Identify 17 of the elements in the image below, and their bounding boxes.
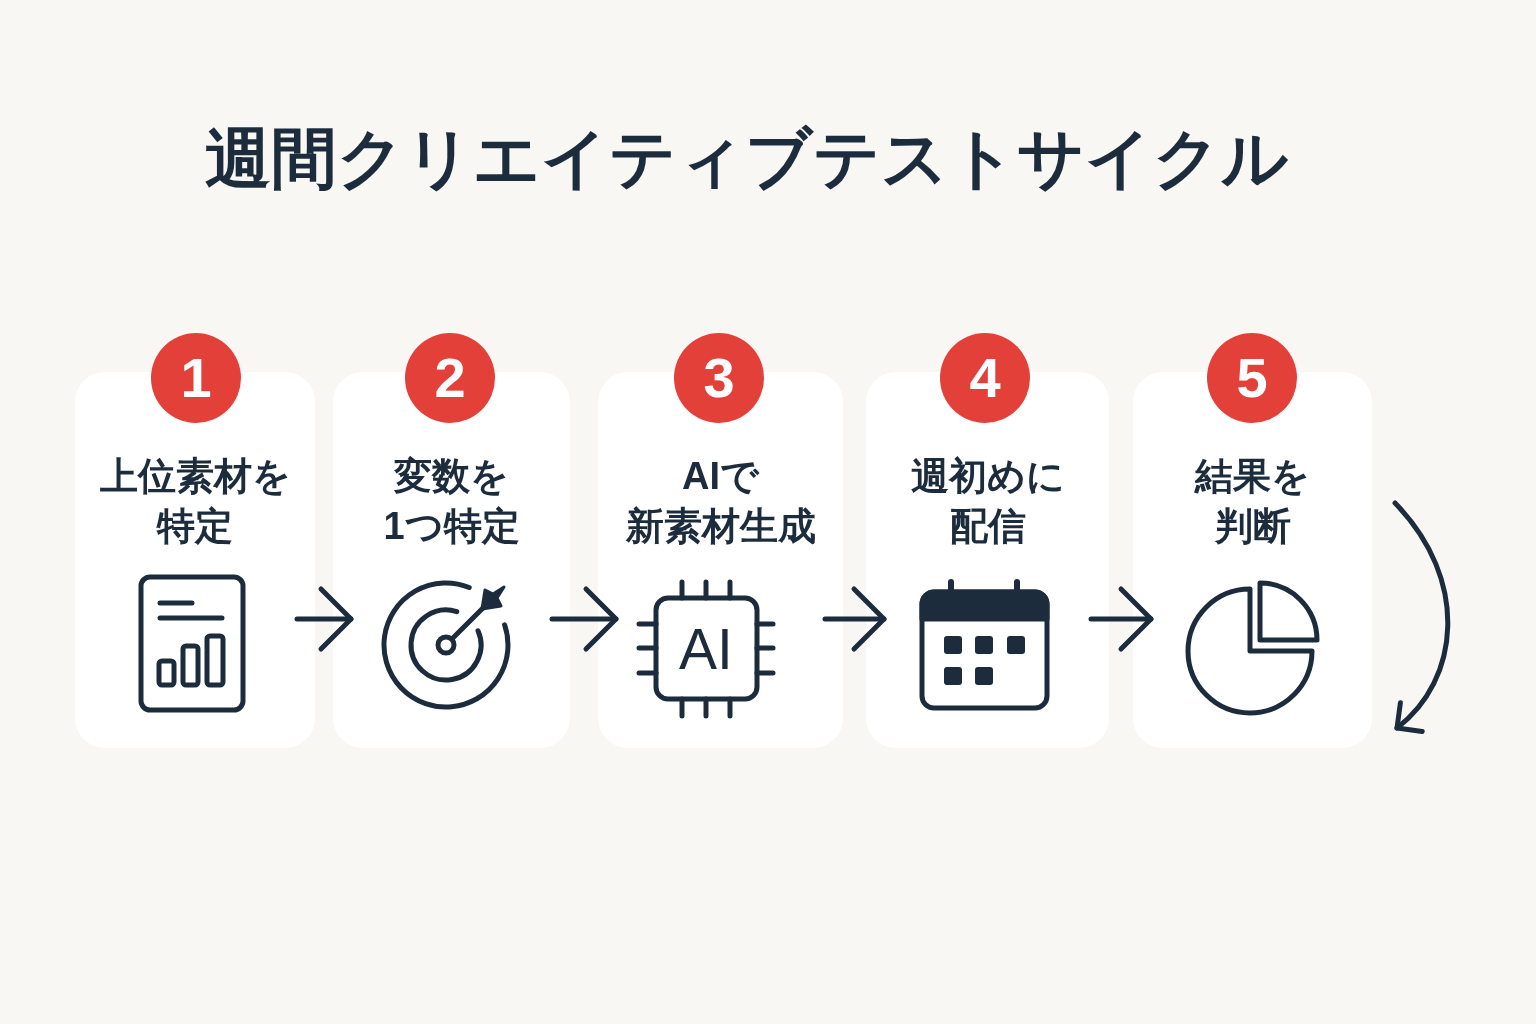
- step-label: 週初めに配信: [910, 454, 1065, 549]
- step-label: 変数を1つ特定: [383, 454, 520, 549]
- arrow: [294, 586, 354, 652]
- number-badge: 4: [940, 333, 1030, 423]
- step-label: 結果を判断: [1195, 454, 1310, 549]
- number-badge: 5: [1207, 333, 1297, 423]
- arrow: [1088, 586, 1154, 652]
- step-label: AIで新素材生成: [625, 454, 816, 549]
- number-badge: 1: [151, 333, 241, 423]
- title: 週間クリエイティブテストサイクル: [205, 120, 1289, 197]
- number-badge: 3: [674, 333, 764, 423]
- chip-text: AI: [679, 620, 733, 678]
- arrow: [822, 586, 887, 652]
- arrow: [549, 586, 619, 652]
- step-label: 上位素材を特定: [99, 454, 291, 549]
- number-badge: 2: [405, 333, 495, 423]
- curved-arrow: [1392, 500, 1451, 732]
